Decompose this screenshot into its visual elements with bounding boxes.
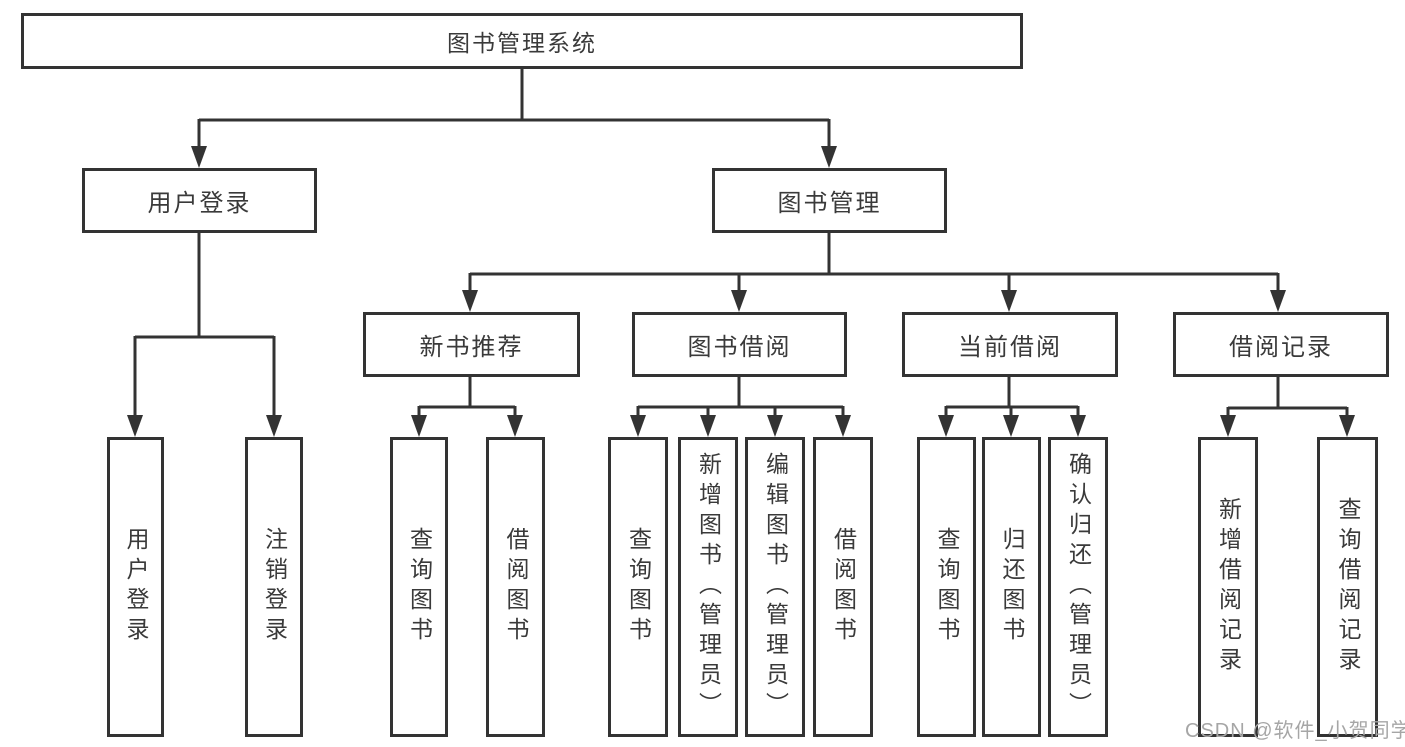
arrow-down-icon — [767, 415, 783, 437]
arrow-down-icon — [462, 290, 478, 312]
leaf-query-books-recommend: 查询图书 — [390, 437, 448, 737]
node-borrow-records: 借阅记录 — [1173, 312, 1389, 377]
leaf-return-books: 归还图书 — [982, 437, 1041, 737]
leaf-label: 用户登录 — [123, 527, 149, 647]
arrow-down-icon — [835, 415, 851, 437]
arrow-down-icon — [1001, 290, 1017, 312]
leaf-label: 确认归还（管理员） — [1065, 452, 1092, 722]
arrow-down-icon — [1070, 415, 1086, 437]
arrow-down-icon — [630, 415, 646, 437]
leaf-label: 新增借阅记录 — [1215, 497, 1242, 677]
node-new-book-recommendation: 新书推荐 — [363, 312, 580, 377]
leaf-logout: 注销登录 — [245, 437, 303, 737]
leaf-add-borrow-record: 新增借阅记录 — [1198, 437, 1258, 737]
arrow-down-icon — [821, 146, 837, 168]
leaf-label: 查询图书 — [406, 527, 433, 647]
leaf-query-borrow-record: 查询借阅记录 — [1317, 437, 1378, 737]
node-root: 图书管理系统 — [21, 13, 1023, 69]
leaf-query-books-current: 查询图书 — [917, 437, 976, 737]
leaf-user-login: 用户登录 — [107, 437, 164, 737]
arrow-down-icon — [1339, 415, 1355, 437]
arrow-down-icon — [127, 415, 143, 437]
leaf-borrow-books: 借阅图书 — [813, 437, 873, 737]
leaf-label: 查询图书 — [934, 527, 960, 647]
arrow-down-icon — [266, 415, 282, 437]
leaf-label: 查询图书 — [625, 527, 652, 647]
connector-book-management-children — [462, 233, 1286, 312]
arrow-down-icon — [191, 146, 207, 168]
arrow-down-icon — [1270, 290, 1286, 312]
leaf-label: 注销登录 — [261, 527, 288, 647]
arrow-down-icon — [938, 415, 954, 437]
arrow-down-icon — [411, 415, 427, 437]
watermark: CSDN @软件_小贺同学 — [1185, 720, 1405, 742]
leaf-label: 查询借阅记录 — [1335, 497, 1361, 677]
node-book-borrowing: 图书借阅 — [632, 312, 847, 377]
leaf-edit-book-admin: 编辑图书（管理员） — [745, 437, 805, 737]
arrow-down-icon — [700, 415, 716, 437]
leaf-confirm-return-admin: 确认归还（管理员） — [1048, 437, 1108, 737]
node-user-login: 用户登录 — [82, 168, 317, 233]
leaf-label: 借阅图书 — [830, 527, 857, 647]
connector-user-login-children — [127, 233, 282, 437]
leaf-label: 借阅图书 — [503, 527, 529, 647]
leaf-label: 新增图书（管理员） — [695, 452, 722, 722]
arrow-down-icon — [731, 290, 747, 312]
leaf-query-books-borrowing: 查询图书 — [608, 437, 668, 737]
connector-current-borrowing-children — [938, 377, 1086, 437]
leaf-borrow-books-recommend: 借阅图书 — [486, 437, 545, 737]
arrow-down-icon — [1220, 415, 1236, 437]
leaf-label: 编辑图书（管理员） — [762, 452, 789, 722]
connector-book-borrowing-children — [630, 377, 851, 437]
node-book-management: 图书管理 — [712, 168, 947, 233]
leaf-label: 归还图书 — [999, 527, 1025, 647]
arrow-down-icon — [1003, 415, 1019, 437]
node-current-borrowing: 当前借阅 — [902, 312, 1118, 377]
connector-root-to-level2 — [191, 69, 837, 168]
arrow-down-icon — [507, 415, 523, 437]
connector-new-book-recommendation-children — [411, 377, 523, 437]
connector-borrow-records-children — [1220, 377, 1355, 437]
leaf-add-book-admin: 新增图书（管理员） — [678, 437, 738, 737]
